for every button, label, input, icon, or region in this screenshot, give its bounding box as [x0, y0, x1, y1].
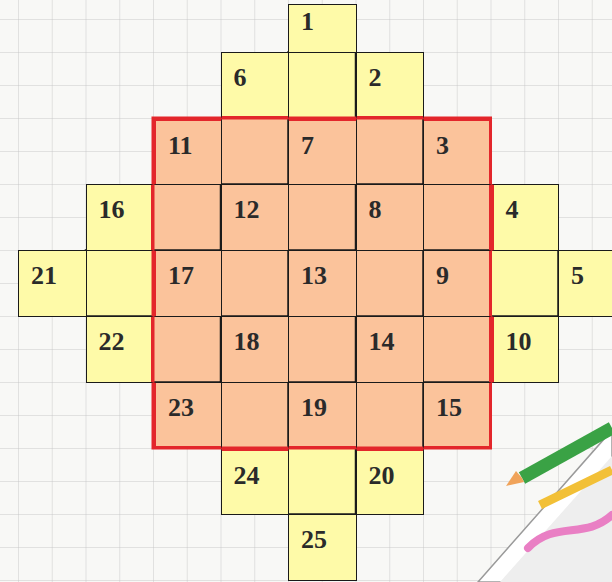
- grid-cell: 17: [153, 250, 222, 317]
- grid-cell: 21: [18, 250, 87, 317]
- blank-cell: [153, 184, 221, 250]
- cell-number: 4: [506, 195, 519, 225]
- cell-number: 1: [301, 7, 314, 37]
- cell-number: 15: [436, 393, 462, 423]
- cell-number: 9: [436, 261, 449, 291]
- grid-cell: 4: [491, 184, 560, 251]
- blank-cell: [356, 382, 424, 448]
- blank-cell: [221, 382, 289, 448]
- cell-number: 17: [168, 261, 194, 291]
- grid-cell: 6: [221, 52, 290, 119]
- french-curve: [528, 515, 612, 548]
- cell-number: 22: [99, 327, 125, 357]
- cell-number: 19: [301, 393, 327, 423]
- grid-cell: 3: [423, 118, 492, 185]
- grid-cell: 13: [288, 250, 357, 317]
- cell-number: 25: [301, 525, 327, 555]
- cell-number: 6: [234, 63, 247, 93]
- cell-number: 12: [234, 195, 260, 225]
- grid-cell: 2: [356, 52, 425, 119]
- cell-number: 8: [369, 195, 382, 225]
- blank-cell: [221, 250, 289, 316]
- grid-cell: 24: [221, 448, 290, 515]
- ruler: [540, 470, 612, 505]
- cell-number: 21: [31, 261, 57, 291]
- grid-cell: 1: [288, 4, 357, 53]
- blank-cell: [491, 250, 559, 316]
- cell-number: 3: [436, 131, 449, 161]
- blank-cell: [288, 184, 356, 250]
- cell-number: 13: [301, 261, 327, 291]
- blank-cells: [86, 52, 559, 514]
- grid-cell: 18: [221, 316, 290, 383]
- blank-cell: [356, 118, 424, 184]
- grid-cell: 15: [423, 382, 492, 449]
- cell-number: 11: [168, 131, 193, 161]
- cell-number: 18: [234, 327, 260, 357]
- blank-cell: [356, 250, 424, 316]
- cell-number: 20: [369, 461, 395, 491]
- blank-cell: [288, 448, 356, 514]
- grid-cell: 20: [356, 448, 425, 515]
- pencil-body: [522, 428, 612, 478]
- grid-cell: 23: [153, 382, 222, 449]
- cell-number: 2: [369, 63, 382, 93]
- blank-cell: [423, 184, 491, 250]
- notebook-shadow: [500, 456, 612, 582]
- blank-cell: [423, 316, 491, 382]
- cell-number: 16: [99, 195, 125, 225]
- cell-number: 24: [234, 461, 260, 491]
- cell-number: 14: [369, 327, 395, 357]
- blank-cell: [86, 250, 154, 316]
- notebook-sheet: [478, 430, 612, 582]
- grid-cell: 8: [356, 184, 425, 251]
- cell-number: 10: [506, 327, 532, 357]
- cell-number: 23: [168, 393, 194, 423]
- red-square-outline: [153, 118, 491, 448]
- pencil-tip: [506, 471, 524, 486]
- grid-cell: 22: [86, 316, 155, 383]
- cell-number: 7: [301, 131, 314, 161]
- grid-cell: 19: [288, 382, 357, 449]
- grid-cell: 14: [356, 316, 425, 383]
- grid-cell: 25: [288, 514, 357, 581]
- cell-number: 5: [571, 261, 584, 291]
- grid-cell: 11: [153, 118, 222, 185]
- blank-cell: [153, 316, 221, 382]
- stationery-illustration: [478, 428, 612, 582]
- grid-cell: 12: [221, 184, 290, 251]
- blank-cell: [221, 118, 289, 184]
- blank-cell: [288, 316, 356, 382]
- grid-cell: 5: [558, 250, 612, 317]
- blank-cell: [288, 52, 356, 118]
- grid-cell: 10: [491, 316, 560, 383]
- grid-cell: 7: [288, 118, 357, 185]
- grid-cell: 9: [423, 250, 492, 317]
- grid-cell: 16: [86, 184, 155, 251]
